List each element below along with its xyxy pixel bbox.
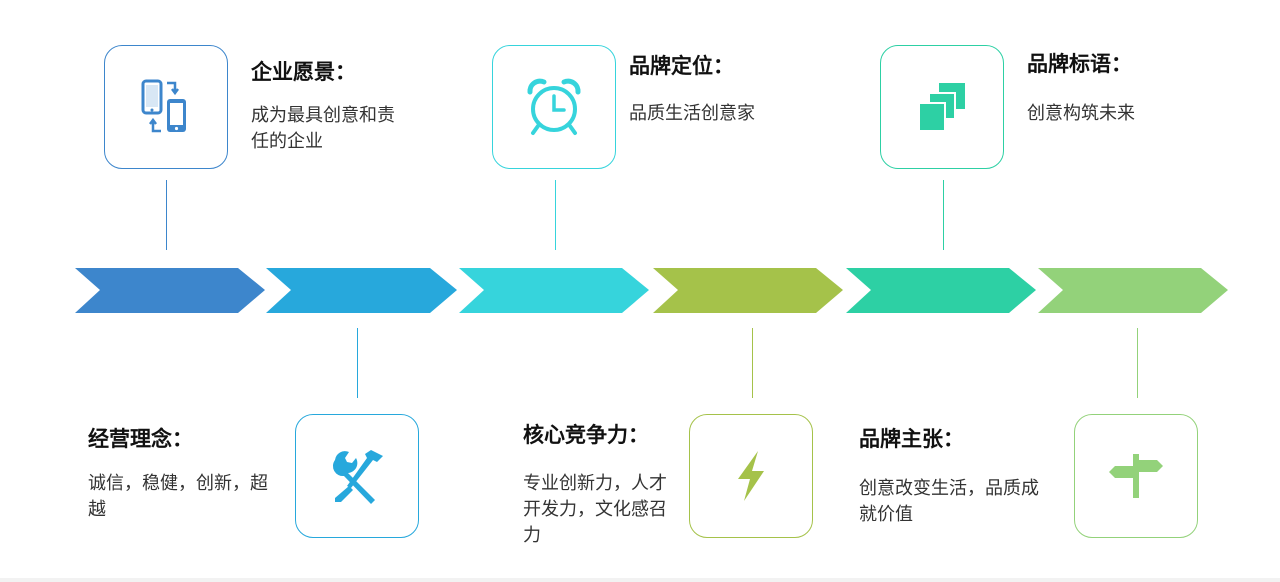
chevron-2: [266, 268, 457, 313]
icon-box-6: [1074, 414, 1198, 538]
connector-1: [166, 180, 167, 250]
chevron-4: [653, 268, 843, 313]
title-3: 品牌定位：: [629, 54, 734, 78]
chevron-5: [846, 268, 1036, 313]
tools-icon: [332, 450, 383, 504]
title-1: 企业愿景：: [251, 60, 356, 84]
alarm-clock-icon: [527, 78, 581, 135]
connector-4: [752, 328, 753, 398]
icon-box-5: [880, 45, 1004, 169]
stacked-squares-icon: [918, 83, 965, 132]
icon-box-2: [295, 414, 419, 538]
connector-3: [555, 180, 556, 250]
desc-2: 诚信，稳健，创新，超越: [88, 473, 268, 520]
desc-5: 创意构筑未来: [1027, 103, 1135, 124]
icon-box-3: [492, 45, 616, 169]
title-5: 品牌标语：: [1027, 52, 1132, 76]
lightning-icon: [738, 451, 764, 501]
desc-3: 品质生活创意家: [629, 103, 755, 124]
icon-box-1: [104, 45, 228, 169]
desc-1: 成为最具创意和责任的企业: [251, 105, 395, 152]
signpost-icon: [1109, 454, 1163, 498]
desc-4: 专业创新力，人才开发力，文化感召力: [523, 473, 667, 546]
phone-sync-icon: [141, 79, 186, 133]
chevron-6: [1038, 268, 1228, 313]
title-4: 核心竞争力：: [523, 423, 649, 447]
chevron-3: [459, 268, 649, 313]
connector-6: [1137, 328, 1138, 398]
icon-box-4: [689, 414, 813, 538]
desc-6: 创意改变生活，品质成就价值: [859, 478, 1039, 525]
connector-5: [943, 180, 944, 250]
chevron-1: [75, 268, 265, 313]
title-6: 品牌主张：: [859, 427, 964, 451]
bottom-bar: [0, 578, 1280, 582]
connector-2: [357, 328, 358, 398]
title-2: 经营理念：: [88, 427, 193, 451]
